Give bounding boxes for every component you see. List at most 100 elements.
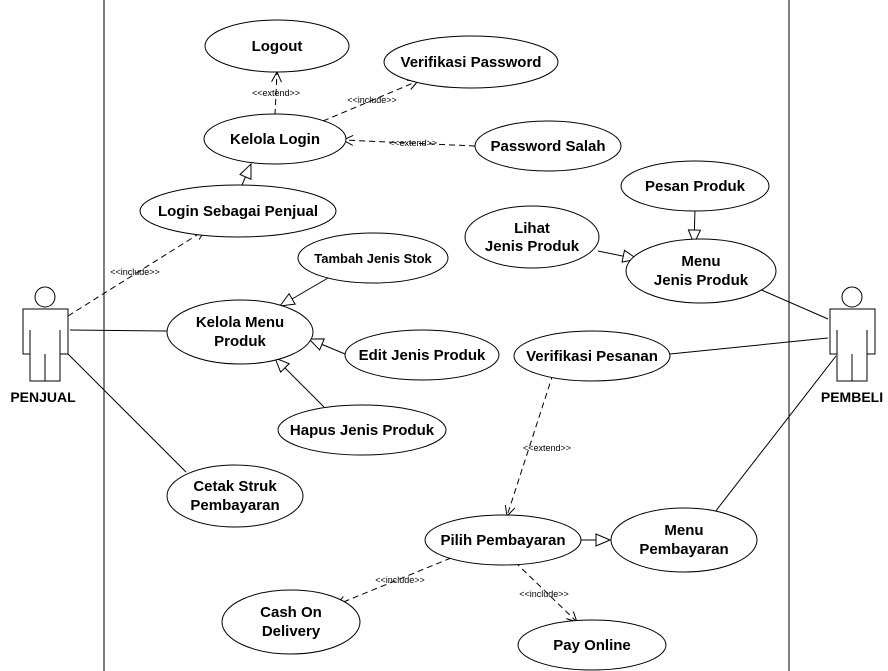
use-case-label: Pesan Produk: [645, 178, 746, 195]
svg-text:Kelola Menu: Kelola Menu: [196, 314, 284, 331]
dep-include-cod: [336, 557, 452, 605]
svg-text:Cetak Struk: Cetak Struk: [193, 478, 277, 495]
use-case-label: Jenis Produk: [654, 272, 749, 289]
use-case-label: Login Sebagai Penjual: [158, 203, 318, 220]
svg-text:Menu: Menu: [664, 522, 703, 539]
stereotype-include-pay: <<include>>: [519, 589, 569, 599]
actor-body: [22, 308, 69, 382]
actor-head: [841, 286, 863, 308]
stereotype-include-login: <<include>>: [110, 267, 160, 277]
use-case-pilih-pembayaran: Pilih Pembayaran: [424, 514, 582, 566]
dep-include-verifikasi: [322, 81, 418, 122]
use-case-edit-jenis-produk: Edit Jenis Produk: [344, 329, 500, 381]
use-case-label: Verifikasi Pesanan: [526, 348, 658, 365]
use-case-label: Produk: [214, 333, 266, 350]
use-case-logout: Logout: [204, 19, 350, 73]
gen-pesan-produk: [694, 208, 695, 244]
actor-penjual: PENJUAL: [10, 286, 76, 405]
use-case-label: Edit Jenis Produk: [359, 347, 486, 364]
dep-include-login: [67, 230, 205, 317]
use-case-label: Pembayaran: [190, 497, 279, 514]
svg-text:Jenis Produk: Jenis Produk: [485, 238, 580, 255]
use-case-cetak-struk-pembayaran: Cetak Struk Pembayaran: [166, 464, 304, 528]
svg-text:Jenis Produk: Jenis Produk: [654, 272, 749, 289]
use-case-label: Pilih Pembayaran: [440, 532, 565, 549]
use-case-label: Lihat: [514, 220, 550, 237]
use-case-label: Logout: [252, 38, 303, 55]
dep-extend-password: [343, 140, 476, 147]
svg-text:Pay Online: Pay Online: [553, 637, 631, 654]
stereotype-extend-pesanan: <<extend>>: [523, 443, 571, 453]
gen-tambah-jenis: [280, 277, 329, 306]
use-case-kelola-login: Kelola Login: [203, 113, 347, 165]
use-case-label: Hapus Jenis Produk: [290, 422, 435, 439]
use-case-cash-on-delivery: Cash On Delivery: [221, 589, 361, 655]
use-case-pesan-produk: Pesan Produk: [620, 160, 770, 212]
svg-text:Pembayaran: Pembayaran: [190, 497, 279, 514]
use-case-label: Cetak Struk: [193, 478, 277, 495]
use-case-label: Menu: [681, 253, 720, 270]
svg-text:Produk: Produk: [214, 333, 266, 350]
svg-text:Password Salah: Password Salah: [490, 138, 605, 155]
svg-text:Verifikasi Password: Verifikasi Password: [401, 54, 542, 71]
use-case-tambah-jenis-stok: Tambah Jenis Stok: [297, 232, 449, 284]
use-case-label: Kelola Menu: [196, 314, 284, 331]
assoc-pembeli-verifikasi-pesanan: [669, 337, 829, 355]
svg-text:Hapus Jenis Produk: Hapus Jenis Produk: [290, 422, 435, 439]
use-case-kelola-menu-produk: Kelola Menu Produk: [166, 299, 314, 365]
stereotype-extend-logout: <<extend>>: [252, 88, 300, 98]
gen-hapus-jenis: [275, 358, 325, 408]
svg-text:Edit Jenis Produk: Edit Jenis Produk: [359, 347, 486, 364]
use-case-verifikasi-password: Verifikasi Password: [383, 35, 559, 89]
dep-extend-logout: [275, 72, 277, 116]
svg-text:Tambah Jenis Stok: Tambah Jenis Stok: [314, 251, 432, 266]
svg-text:Pilih Pembayaran: Pilih Pembayaran: [440, 532, 565, 549]
svg-text:Menu: Menu: [681, 253, 720, 270]
svg-text:Pembayaran: Pembayaran: [639, 541, 728, 558]
use-case-label: Verifikasi Password: [401, 54, 542, 71]
stereotype-include-cod: <<include>>: [375, 575, 425, 585]
svg-text:Lihat: Lihat: [514, 220, 550, 237]
stereotype-include-verifikasi: <<include>>: [347, 95, 397, 105]
gen-edit-jenis: [309, 339, 346, 355]
assoc-penjual-cetak-struk: [67, 353, 187, 473]
use-case-label: Pay Online: [553, 637, 631, 654]
assoc-pembeli-menu-pembayaran: [714, 355, 837, 513]
actor-label-pembeli: PEMBELI: [821, 389, 883, 405]
use-case-label: Menu: [664, 522, 703, 539]
use-case-label: Kelola Login: [230, 131, 320, 148]
svg-text:Pesan Produk: Pesan Produk: [645, 178, 746, 195]
use-case-password-salah: Password Salah: [474, 120, 622, 172]
use-case-menu-jenis-produk: Menu Jenis Produk: [625, 238, 777, 304]
svg-text:Logout: Logout: [252, 38, 303, 55]
gen-lihat-jenis: [597, 251, 637, 259]
use-case-hapus-jenis-produk: Hapus Jenis Produk: [277, 404, 447, 456]
stereotype-extend-password: <<extend>>: [389, 138, 437, 148]
actor-head: [34, 286, 56, 308]
actor-label-penjual: PENJUAL: [10, 389, 76, 405]
use-case-label: Password Salah: [490, 138, 605, 155]
use-case-label: Pembayaran: [639, 541, 728, 558]
use-case-label: Cash On: [260, 604, 322, 621]
dep-extend-pesanan: [507, 373, 554, 516]
use-case-menu-pembayaran: Menu Pembayaran: [610, 507, 758, 573]
use-case-verifikasi-pesanan: Verifikasi Pesanan: [513, 330, 671, 382]
svg-text:Kelola Login: Kelola Login: [230, 131, 320, 148]
use-case-label: Delivery: [262, 623, 321, 640]
svg-text:Delivery: Delivery: [262, 623, 321, 640]
assoc-penjual-kelola-menu: [69, 329, 169, 332]
svg-text:Cash On: Cash On: [260, 604, 322, 621]
use-case-label: Tambah Jenis Stok: [314, 251, 432, 266]
actor-pembeli: PEMBELI: [821, 286, 883, 405]
use-case-label: Jenis Produk: [485, 238, 580, 255]
dep-include-pay: [514, 561, 577, 622]
use-case-pay-online: Pay Online: [517, 619, 667, 671]
assoc-pembeli-menu-jenis: [756, 287, 829, 320]
use-case-login-sebagai-penjual: Login Sebagai Penjual: [139, 184, 337, 238]
actor-body: [829, 308, 876, 382]
use-case-lihat-jenis-produk: Lihat Jenis Produk: [464, 205, 600, 269]
svg-text:Verifikasi Pesanan: Verifikasi Pesanan: [526, 348, 658, 365]
svg-text:Login Sebagai Penjual: Login Sebagai Penjual: [158, 203, 318, 220]
